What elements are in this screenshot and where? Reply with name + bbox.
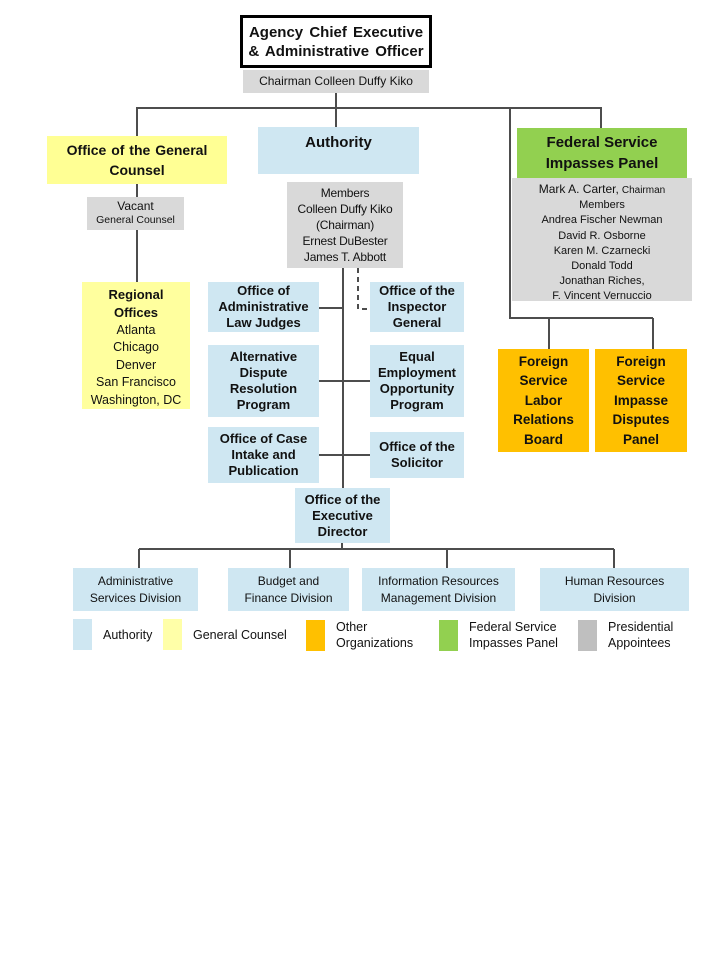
division-label: Administrative Services Division: [89, 573, 182, 605]
office-label: Office of the Solicitor: [379, 439, 455, 470]
federal-service-impasses-panel-box: Federal Service Impasses Panel: [517, 128, 687, 178]
office-label: Equal Employment Opportunity Program: [377, 349, 456, 412]
legend-swatch-presidential-appointees: [578, 619, 597, 651]
legend-item-impasses-panel: Federal Service Impasses Panel: [439, 619, 558, 651]
office-case-intake-publication-box: Office of Case Intake and Publication: [208, 427, 319, 483]
legend-swatch-general-counsel: [163, 619, 182, 650]
agency-head-box: Agency Chief Executive & Administrative …: [240, 15, 432, 68]
legend-item-other-organizations: Other Organizations: [306, 619, 413, 651]
office-label: Office of Administrative Law Judges: [218, 283, 309, 330]
office-of-the-solicitor-box: Office of the Solicitor: [370, 432, 464, 478]
office-label: Alternative Dispute Resolution Program: [229, 349, 298, 412]
regional-offices-locations: Atlanta Chicago Denver San Francisco Was…: [90, 323, 182, 407]
org-label: Foreign Service Labor Relations Board: [513, 353, 574, 447]
office-executive-director-box: Office of the Executive Director: [295, 488, 390, 543]
legend-label: Other Organizations: [336, 620, 414, 650]
human-resources-division-box: Human Resources Division: [540, 568, 689, 611]
regional-offices-box: Regional Offices Atlanta Chicago Denver …: [82, 282, 190, 409]
office-inspector-general-box: Office of the Inspector General: [370, 282, 464, 332]
foreign-service-impasse-disputes-panel-box: Foreign Service Impasse Disputes Panel: [595, 349, 687, 452]
vacant-general-counsel-box: Vacant General Counsel: [87, 197, 184, 230]
office-label: Office of Case Intake and Publication: [219, 431, 308, 478]
legend-label: Presidential Appointees: [608, 620, 674, 650]
chairman-appointee-box: Chairman Colleen Duffy Kiko: [243, 70, 429, 93]
legend-label: General Counsel: [193, 627, 287, 642]
foreign-service-labor-relations-board-box: Foreign Service Labor Relations Board: [498, 349, 589, 452]
office-label: Office of the Inspector General: [379, 283, 455, 330]
legend-swatch-other-organizations: [306, 619, 325, 651]
impasses-panel-member-names: Members Andrea Fischer Newman David R. O…: [541, 199, 663, 303]
division-label: Budget and Finance Division: [244, 573, 333, 605]
alternative-dispute-resolution-box: Alternative Dispute Resolution Program: [208, 345, 319, 417]
legend-item-authority: Authority: [73, 619, 152, 650]
authority-box: Authority: [258, 127, 419, 174]
legend-item-general-counsel: General Counsel: [163, 619, 287, 650]
impasses-panel-chair-name: Mark A. Carter,: [538, 182, 619, 196]
division-label: Information Resources Management Divisio…: [378, 573, 499, 605]
office-label: Office of the Executive Director: [304, 491, 381, 539]
vacancy-name: Vacant: [117, 199, 154, 213]
office-administrative-law-judges-box: Office of Administrative Law Judges: [208, 282, 319, 332]
impasses-panel-chair-line: Mark A. Carter, Chairman: [512, 182, 692, 198]
authority-members-box: Members Colleen Duffy Kiko (Chairman) Er…: [287, 182, 403, 268]
impasses-panel-chair-title: Chairman: [621, 185, 666, 196]
legend-label: Authority: [103, 627, 153, 642]
impasses-panel-members-box: Mark A. Carter, Chairman Members Andrea …: [512, 178, 692, 303]
org-label: Foreign Service Impasse Disputes Panel: [612, 353, 670, 447]
legend-swatch-impasses-panel: [439, 619, 458, 651]
division-label: Human Resources Division: [564, 573, 665, 605]
office-general-counsel-box: Office of the General Counsel: [47, 136, 227, 184]
regional-offices-title: Regional Offices: [108, 287, 164, 320]
budget-finance-division-box: Budget and Finance Division: [228, 568, 349, 611]
legend-label: Federal Service Impasses Panel: [469, 620, 558, 650]
legend-item-presidential-appointees: Presidential Appointees: [578, 619, 673, 651]
equal-employment-opportunity-box: Equal Employment Opportunity Program: [370, 345, 464, 417]
legend-swatch-authority: [73, 619, 92, 650]
administrative-services-division-box: Administrative Services Division: [73, 568, 198, 611]
information-resources-division-box: Information Resources Management Divisio…: [362, 568, 515, 611]
vacancy-role: General Counsel: [96, 214, 175, 226]
